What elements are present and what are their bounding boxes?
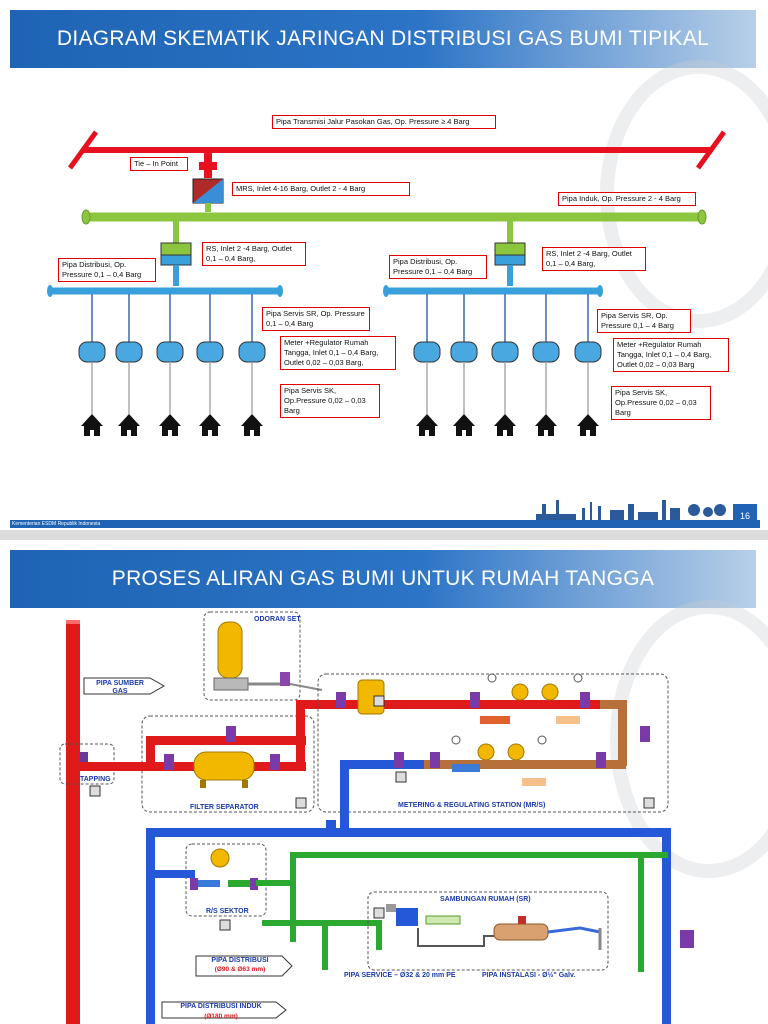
label-rs-sektor: R/S SEKTOR	[206, 908, 249, 915]
slide-process: PROSES ALIRAN GAS BUMI UNTUK RUMAH TANGG…	[0, 540, 768, 1024]
label-tapping: TAPPING	[80, 776, 111, 783]
right-valve-icon	[680, 930, 694, 948]
label-filter: FILTER SEPARATOR	[190, 804, 259, 811]
meter-regulator-icon	[238, 341, 266, 363]
label-mrs: MRS, Inlet 4-16 Barg, Outlet 2 - 4 Barg	[232, 182, 410, 196]
sambungan-box	[367, 891, 609, 971]
label-rs-right: RS, Inlet 2 -4 Barg, Outlet 0,1 – 0,4 Ba…	[542, 247, 646, 271]
meter-regulator-icon	[574, 341, 602, 363]
footer-bar	[10, 520, 760, 528]
label-servis-sk-left: Pipa Servis SK, Op.Pressure 0,02 – 0,03 …	[280, 384, 380, 418]
house-icon	[494, 414, 516, 436]
house-icon	[199, 414, 221, 436]
label-induk: Pipa Induk, Op. Pressure 2 - 4 Barg	[558, 192, 696, 206]
label-servis-sk-right: Pipa Servis SK, Op.Pressure 0,02 – 0,03 …	[611, 386, 711, 420]
induk-pipe	[81, 203, 707, 225]
rs-station-left	[160, 221, 192, 286]
label-service: PIPA SERVICE – Ø32 & 20 mm PE	[344, 972, 456, 979]
house-icon	[241, 414, 263, 436]
source-pipe	[66, 620, 80, 1024]
slide-schematic: DIAGRAM SKEMATIK JARINGAN DISTRIBUSI GAS…	[10, 10, 768, 528]
meter-gauge-icon	[386, 904, 418, 926]
label-sumber: PIPA SUMBER GAS	[96, 680, 144, 695]
transmission-pipe	[67, 130, 727, 170]
process-diagram	[59, 611, 694, 1024]
label-distribusi-size: (Ø90 & Ø63 mm)	[214, 966, 266, 973]
odoran-box	[203, 611, 301, 701]
house-icon	[416, 414, 438, 436]
distribusi-pipe-left	[47, 285, 283, 297]
meter-regulator-icon	[491, 341, 519, 363]
meter-group	[78, 294, 602, 436]
label-sambungan: SAMBUNGAN RUMAH (SR)	[440, 896, 531, 903]
label-mrs-station: METERING & REGULATING STATION (MR/S)	[398, 802, 546, 809]
label-distribusi-left: Pipa Distribusi, Op. Pressure 0,1 – 0,4 …	[58, 258, 156, 282]
meter-regulator-icon	[115, 341, 143, 363]
house-icon	[81, 414, 103, 436]
odoran-tank-icon	[213, 621, 290, 691]
label-induk: PIPA DISTRIBUSI INDUK	[180, 1003, 262, 1010]
meter-regulator-icon	[413, 341, 441, 363]
slide1-title: DIAGRAM SKEMATIK JARINGAN DISTRIBUSI GAS…	[10, 10, 756, 68]
house-icon	[535, 414, 557, 436]
meter-regulator-icon	[196, 341, 224, 363]
schematic-diagram	[47, 130, 727, 436]
label-rs-left: RS, Inlet 2 -4 Barg, Outlet 0,1 – 0,4 Ba…	[202, 242, 306, 266]
label-servis-sr-right: Pipa Servis SR, Op. Pressure 0,1 – 4 Bar…	[597, 309, 691, 333]
label-instalasi: PIPA INSTALASI - Ø½" Galv.	[482, 972, 576, 979]
blue-main-loop	[146, 828, 670, 837]
green-distribution-pipe	[256, 852, 668, 972]
meter-regulator-icon	[156, 341, 184, 363]
meter-regulator-icon	[532, 341, 560, 363]
label-odoran: ODORAN SET	[254, 616, 301, 623]
house-icon	[118, 414, 140, 436]
meter-regulator-icon	[78, 341, 106, 363]
house-icon	[159, 414, 181, 436]
mrs-station-icon	[192, 178, 224, 204]
label-transmisi: Pipa Transmisi Jalur Pasokan Gas, Op. Pr…	[272, 115, 496, 129]
tie-in-connector	[199, 153, 217, 178]
rs-station-right	[494, 221, 526, 286]
mrs-regulator-icons	[451, 673, 583, 761]
label-servis-sr-left: Pipa Servis SR, Op. Pressure 0,1 – 0,4 B…	[262, 307, 370, 331]
label-meter-left: Meter +Regulator Rumah Tangga, Inlet 0,1…	[280, 336, 396, 370]
house-icon	[453, 414, 475, 436]
label-induk-size: (Ø180 mm)	[204, 1013, 238, 1020]
footer-skyline-icon	[536, 500, 726, 520]
footer-text: Kementerian ESDM Republik Indonesia	[12, 521, 101, 527]
slide-separator	[0, 530, 768, 540]
house-icon	[577, 414, 599, 436]
filter-box	[141, 715, 315, 813]
slide2-title: PROSES ALIRAN GAS BUMI UNTUK RUMAH TANGG…	[10, 550, 756, 608]
label-meter-right: Meter +Regulator Rumah Tangga, Inlet 0,1…	[613, 338, 729, 372]
meter-regulator-icon	[450, 341, 478, 363]
page-number: 16	[733, 504, 757, 528]
label-distribusi-right: Pipa Distribusi, Op. Pressure 0,1 – 0,4 …	[389, 255, 487, 279]
label-distribusi: PIPA DISTRIBUSI	[211, 957, 269, 964]
distribusi-pipe-right	[383, 285, 603, 297]
filter-separator-icon	[193, 751, 255, 788]
stove-icon	[493, 916, 549, 941]
label-tie-in: Tie – In Point	[130, 157, 188, 171]
